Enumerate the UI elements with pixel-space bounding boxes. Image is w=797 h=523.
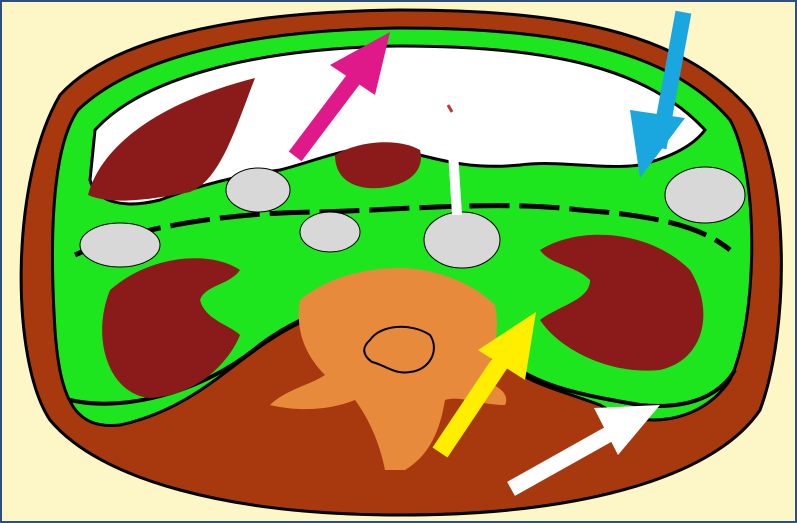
aorta xyxy=(424,212,500,268)
bowel-loop xyxy=(300,212,360,252)
colon xyxy=(665,167,745,223)
bowel-loop xyxy=(226,168,290,212)
colon xyxy=(80,223,160,267)
